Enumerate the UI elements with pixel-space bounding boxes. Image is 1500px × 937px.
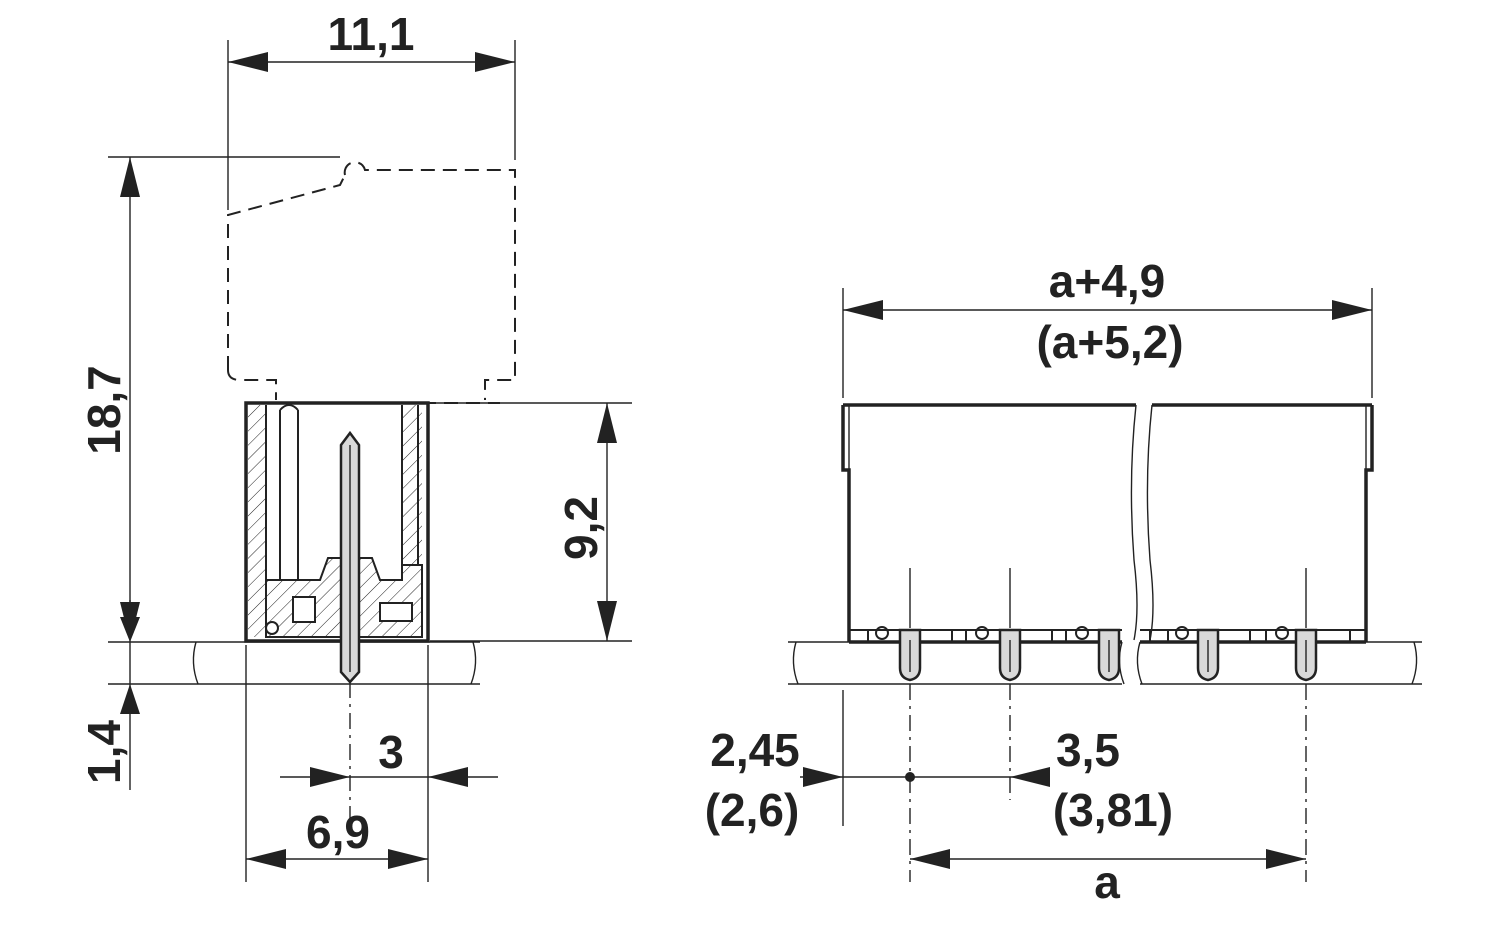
- dim-label-edge-alt: (2,6): [705, 784, 800, 836]
- center-dot: [905, 772, 915, 782]
- mating-plug-outline: [227, 161, 516, 404]
- contact-pins-front: [898, 628, 1318, 682]
- dim-label-6-9: 6,9: [306, 806, 370, 858]
- dimension-11-1: 11,1: [227, 8, 516, 210]
- pin-center-lines: [909, 568, 1307, 882]
- pcb-board-left: [188, 641, 480, 685]
- dimension-3: 3: [280, 645, 498, 882]
- dim-label-11-1: 11,1: [328, 8, 415, 60]
- dim-label-a: a: [1094, 856, 1120, 908]
- dimension-overall-length: a+4,9 (a+5,2): [842, 255, 1373, 398]
- front-view: a+4,9 (a+5,2) 2,45 (2,6) 3,5 (3,81) a: [705, 255, 1422, 908]
- dim-label-edge: 2,45: [710, 724, 800, 776]
- dim-label-9-2: 9,2: [555, 496, 607, 560]
- dimension-1-4: 1,4: [78, 600, 188, 790]
- dim-label-pitch: 3,5: [1056, 724, 1120, 776]
- dim-label-overall: a+4,9: [1049, 255, 1165, 307]
- dimension-18-7: 18,7: [78, 156, 340, 642]
- standoff-notches: [867, 626, 1351, 642]
- header-housing-section: [244, 401, 430, 643]
- dim-label-1-4: 1,4: [78, 720, 130, 784]
- dimension-edge-and-pitch: 2,45 (2,6) 3,5 (3,81): [705, 690, 1173, 836]
- dim-label-3: 3: [378, 726, 404, 778]
- dim-label-18-7: 18,7: [78, 365, 130, 455]
- contact-pin-side: [339, 430, 361, 820]
- dimension-a: a: [910, 849, 1306, 908]
- dim-label-overall-alt: (a+5,2): [1036, 316, 1183, 368]
- dimension-9-2: 9,2: [430, 402, 632, 642]
- header-housing-front: [841, 403, 1374, 644]
- side-view: 11,1 18,7 9,2 1,4: [78, 8, 632, 882]
- dim-label-pitch-alt: (3,81): [1053, 784, 1173, 836]
- dimension-6-9: 6,9: [245, 645, 428, 882]
